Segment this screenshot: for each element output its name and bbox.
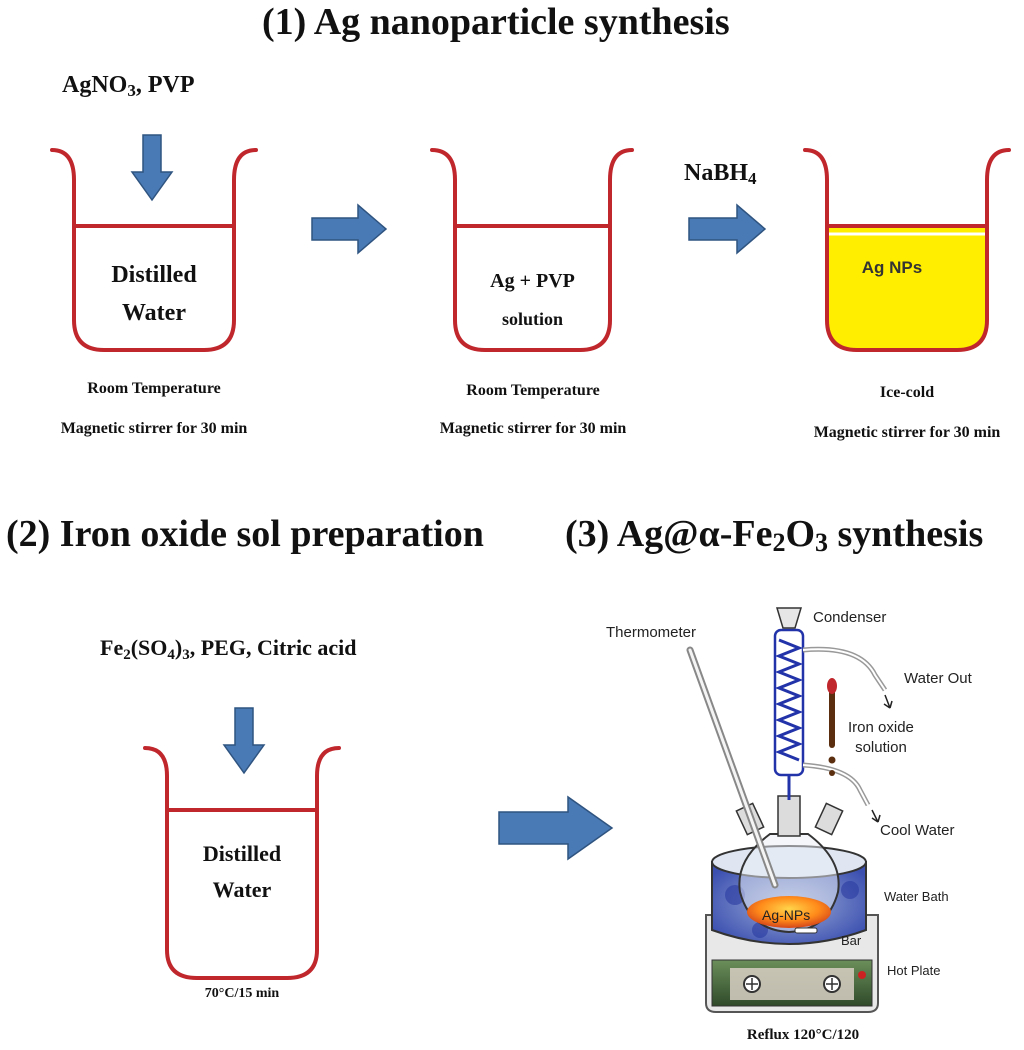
reagent-agno3-pvp: AgNO3, PVP — [62, 72, 195, 100]
section3-title: (3) Ag@α-Fe2O3 synthesis — [565, 513, 984, 557]
beaker-4-caption: 70°C/15 min — [204, 986, 280, 1001]
right-arrow-icon — [311, 203, 388, 255]
label-water-bath: Water Bath — [884, 889, 949, 904]
label-hot-plate: Hot Plate — [887, 963, 941, 978]
reagent-nabh4: NaBH4 — [684, 160, 757, 188]
reflux-apparatus — [686, 607, 893, 1013]
beaker-2-caption-stir: Magnetic stirrer for 30 min — [439, 420, 627, 437]
label-condenser: Condenser — [813, 609, 887, 626]
beaker-1-caption-temp: Room Temperature — [87, 380, 221, 397]
beaker-2 — [430, 148, 634, 352]
beaker-4 — [143, 746, 341, 980]
beaker-1-caption-stir: Magnetic stirrer for 30 min — [60, 420, 248, 437]
reflux-caption: Reflux 120°C/120 — [746, 1027, 860, 1043]
stir-bar — [794, 927, 818, 934]
reagent-fe2so43-peg-citric: Fe2(SO4)3, PEG, Citric acid — [100, 635, 357, 663]
beaker-3-caption-stir: Magnetic stirrer for 30 min — [813, 424, 1001, 441]
label-bar: Bar — [841, 933, 862, 948]
beaker-1 — [50, 148, 258, 352]
section2-title: (2) Iron oxide sol preparation — [6, 513, 484, 555]
right-arrow-icon — [688, 203, 767, 255]
label-agnps: Ag-NPs — [762, 907, 811, 923]
down-arrow-icon — [222, 707, 266, 775]
beaker-3-label: Ag NPs — [861, 258, 923, 277]
label-water-out: Water Out — [904, 670, 972, 687]
beaker-3-caption-temp: Ice-cold — [879, 384, 935, 401]
down-arrow-icon — [130, 134, 174, 202]
label-thermometer: Thermometer — [606, 624, 697, 641]
beaker-2-caption-temp: Room Temperature — [466, 382, 600, 399]
beaker-3 — [803, 148, 1011, 352]
right-arrow-icon — [498, 795, 614, 861]
section1-title: (1) Ag nanoparticle synthesis — [262, 1, 730, 43]
label-cool-water: Cool Water — [880, 822, 955, 839]
